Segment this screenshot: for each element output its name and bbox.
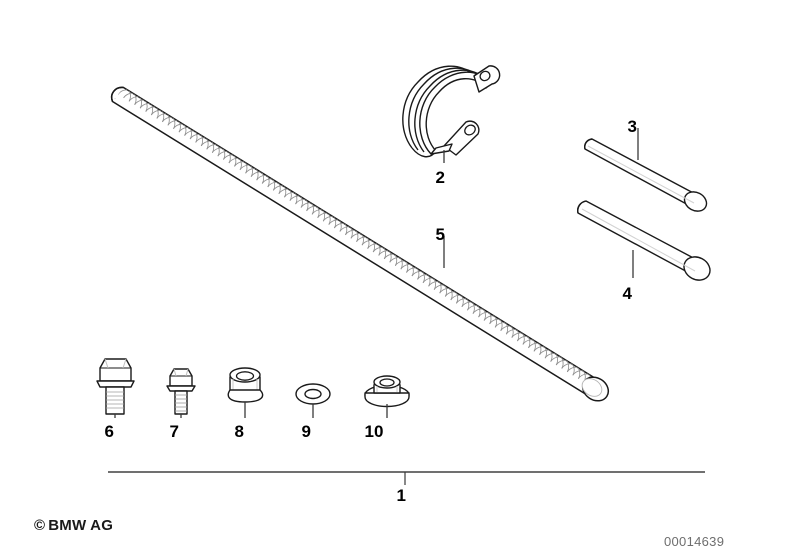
callout-label-9: 9 (301, 422, 311, 441)
part-nut-with-washer (364, 375, 410, 418)
callout-label-4: 4 (622, 284, 632, 303)
part-pipe-clamp (402, 65, 501, 163)
callout-label-7: 7 (169, 422, 179, 441)
part-sleeve-lower (577, 200, 711, 281)
callout-label-5: 5 (435, 225, 445, 244)
callout-label-6: 6 (104, 422, 114, 441)
part-hex-flange-bolt-small (166, 368, 196, 418)
copyright-icon: © (34, 517, 46, 534)
part-hex-flange-nut (227, 367, 264, 418)
part-flexible-corrugated-hose (110, 86, 610, 402)
part-sleeve-upper (584, 128, 708, 212)
copyright-notice: ©BMW AG (34, 517, 113, 534)
part-assembly-bracket (108, 471, 705, 485)
callout-label-1: 1 (396, 486, 406, 505)
diagram-id-label: 00014639 (664, 534, 725, 549)
callout-label-8: 8 (234, 422, 244, 441)
part-hex-flange-bolt-large (96, 358, 135, 418)
callout-label-3: 3 (627, 117, 637, 136)
part-flat-washer (295, 383, 331, 418)
copyright-text: BMW AG (48, 517, 114, 534)
callout-label-10: 10 (364, 422, 384, 441)
callout-label-2: 2 (435, 168, 445, 187)
